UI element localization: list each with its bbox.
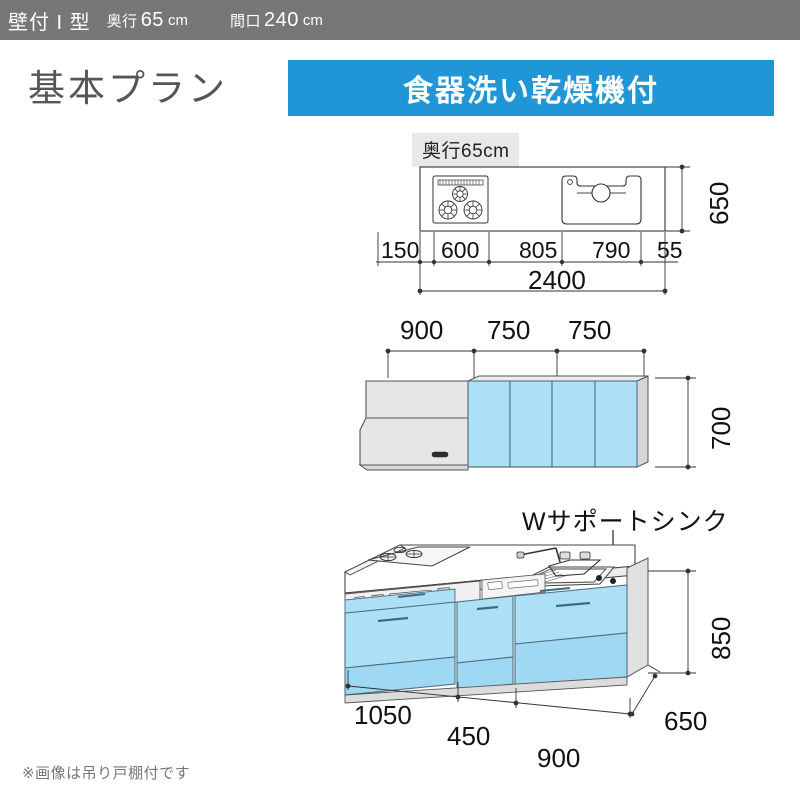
header-depth-value: 65 (140, 8, 164, 31)
base-drawer-front[interactable] (344, 656, 456, 696)
plan-drain-hole-icon (567, 179, 573, 185)
plan-dim-total-2400: 2400 (528, 265, 586, 295)
base-dim-height-850: 850 (706, 616, 736, 660)
base-height-dimension-line (648, 570, 696, 674)
upper-cabinet-drawing (358, 348, 696, 471)
header-type-label: 壁付 I 型 (8, 11, 91, 34)
plan-depth-dimension-line (665, 166, 690, 232)
header-width-unit: cm (302, 11, 323, 29)
upper-dim-750-right: 750 (568, 315, 612, 345)
plan-dim-790: 790 (592, 237, 631, 263)
plan-cooktop-icon (432, 175, 489, 224)
upper-dim-900: 900 (400, 315, 444, 345)
sink-callout-point (610, 578, 616, 584)
plan-dim-600: 600 (441, 237, 480, 263)
plan-counter-outline (419, 166, 666, 232)
dishwasher-control-band (481, 573, 546, 600)
upper-height-dimension-line (655, 377, 696, 468)
upper-dim-750-left: 750 (487, 315, 531, 345)
plan-burner-rear (452, 186, 468, 202)
header-depth-unit: cm (167, 11, 188, 29)
base-drawer-front[interactable] (514, 584, 628, 645)
base-cabinet-side-panel (626, 557, 649, 678)
countertop-surface (344, 544, 636, 594)
plan-burner-front-right (463, 200, 483, 220)
plan-burner-front-left (438, 200, 458, 220)
upper-dim-height-700: 700 (706, 406, 736, 450)
plan-dim-55: 55 (657, 237, 683, 263)
countertop-left-edge (344, 544, 406, 576)
header-bar: 壁付 I 型 奥行 65 cm 間口 240 cm (0, 0, 800, 40)
base-cabinet-drawers (344, 584, 628, 696)
appliance-control-band (344, 580, 481, 614)
plan-dim-150: 150 (381, 237, 420, 263)
plan-dim-depth-650: 650 (704, 181, 734, 225)
wall-cabinet-group (467, 375, 649, 468)
base-depth-dimension-line (631, 664, 661, 715)
upper-dimension-lines (387, 350, 645, 385)
header-depth-label: 奥行 (106, 12, 138, 30)
wall-cabinet-door[interactable] (551, 380, 596, 468)
header-width-value: 240 (263, 8, 299, 31)
oven-controls-icon (354, 587, 451, 608)
wall-cabinet-door[interactable] (467, 380, 511, 468)
countertop-front-edge (344, 565, 636, 603)
base-dim-900: 900 (537, 743, 581, 773)
base-cooktop-icon (367, 546, 471, 567)
dishwasher-front[interactable] (456, 595, 514, 664)
plan-depth-chip: 奥行65cm (412, 133, 520, 167)
base-drawer-front[interactable] (344, 601, 456, 669)
dishwasher-banner: 食器洗い乾燥機付 (288, 60, 774, 116)
plan-dim-805: 805 (519, 237, 558, 263)
base-dim-450: 450 (447, 721, 491, 751)
base-dim-depth-650: 650 (664, 706, 708, 736)
header-width-label: 間口 (229, 12, 261, 30)
faucet-icon (516, 547, 561, 563)
base-drawer-front[interactable] (456, 656, 514, 691)
wall-cabinet-door[interactable] (509, 380, 553, 468)
range-hood-icon (358, 380, 469, 471)
range-hood-switch-icon (431, 451, 449, 458)
footnote: ※画像は吊り戸棚付です (22, 765, 191, 782)
plan-faucet-icon (591, 183, 611, 203)
dishwasher-banner-text: 食器洗い乾燥機付 (403, 75, 659, 108)
base-dim-1050: 1050 (354, 700, 412, 730)
wall-cabinet-door[interactable] (594, 380, 638, 468)
base-drawer-front[interactable] (514, 632, 628, 689)
wall-cabinet-side-panel (636, 375, 649, 468)
base-cabinet-drawing (344, 530, 696, 718)
plan-title: 基本プラン (28, 68, 228, 109)
base-sink-icon (516, 547, 616, 587)
wall-cabinet-top-edge (467, 375, 649, 382)
base-drawer-front[interactable] (344, 588, 456, 614)
sink-callout-label: Wサポートシンク (522, 508, 729, 536)
plan-sink-icon (561, 175, 642, 225)
drawer-handle-icon (377, 601, 591, 623)
